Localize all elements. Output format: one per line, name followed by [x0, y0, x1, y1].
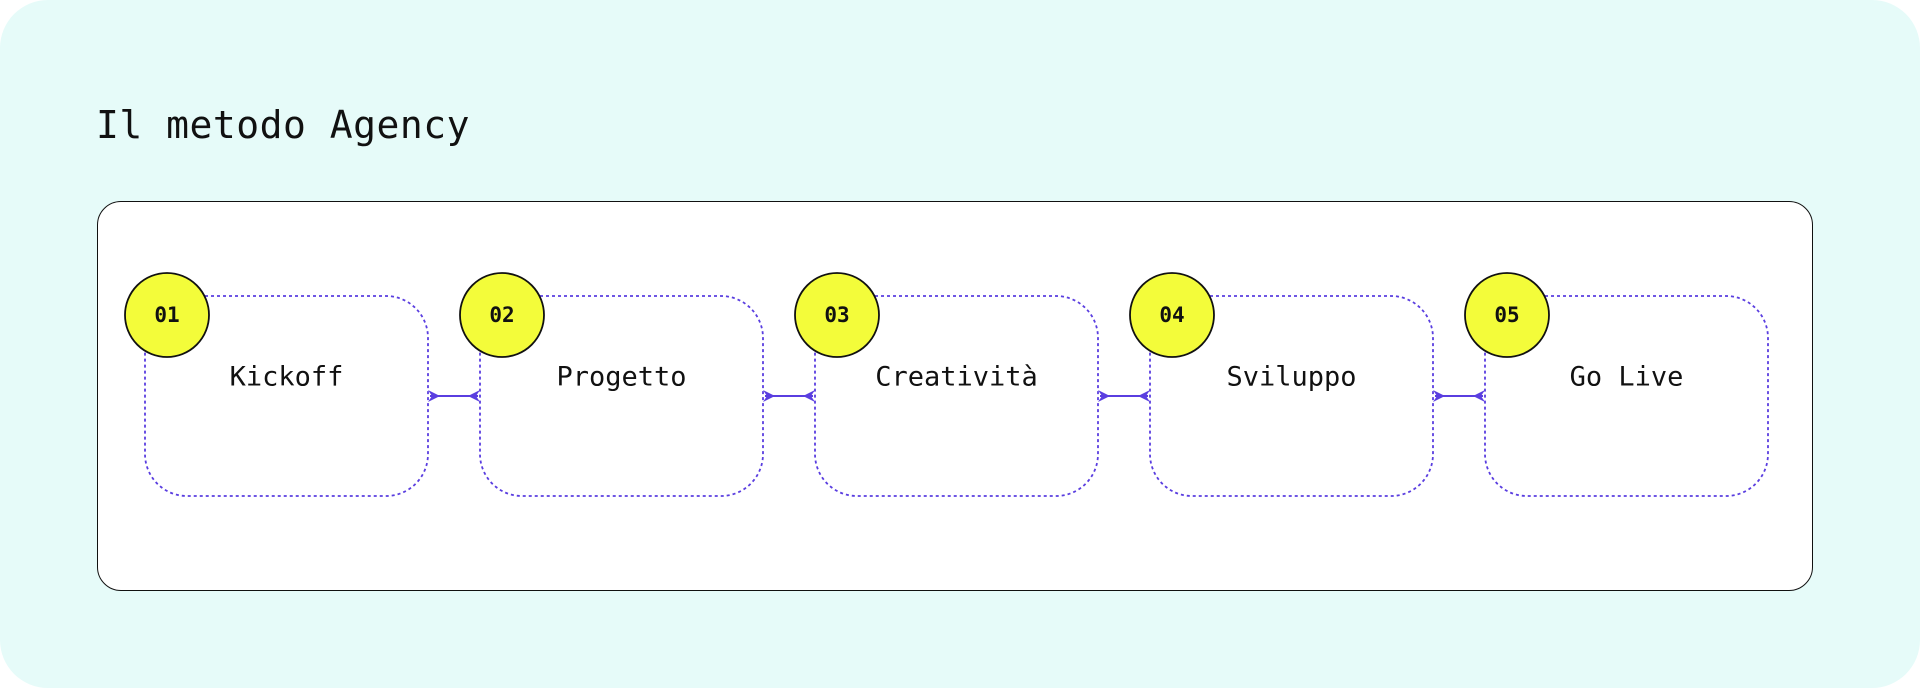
step-number: 01 — [154, 303, 179, 327]
process-step: Sviluppo 04 — [1129, 272, 1434, 497]
process-step: Kickoff 01 — [124, 272, 429, 497]
process-step: Go Live 05 — [1464, 272, 1769, 497]
connector — [763, 390, 815, 402]
connector-arrow-right — [763, 390, 775, 402]
step-box — [814, 295, 1099, 497]
step-label: Progetto — [556, 362, 686, 393]
step-label: Kickoff — [230, 362, 344, 393]
step-number: 04 — [1159, 303, 1184, 327]
connector-arrow-right — [1098, 390, 1110, 402]
step-number: 02 — [489, 303, 514, 327]
step-box — [1149, 295, 1434, 497]
step-box — [479, 295, 764, 497]
step-number-badge — [794, 272, 880, 358]
step-label: Creatività — [875, 362, 1038, 393]
connector-arrow-left — [803, 390, 815, 402]
connector-arrow-left — [468, 390, 480, 402]
step-number: 03 — [824, 303, 849, 327]
step-label: Go Live — [1570, 362, 1684, 393]
step-number-badge — [1464, 272, 1550, 358]
step-box — [144, 295, 429, 497]
page-title: Il metodo Agency — [96, 103, 471, 147]
step-box — [1484, 295, 1769, 497]
connector — [428, 390, 480, 402]
process-step: Creatività 03 — [794, 272, 1099, 497]
connector-arrow-left — [1473, 390, 1485, 402]
connector-arrow-left — [1138, 390, 1150, 402]
process-step: Progetto 02 — [459, 272, 764, 497]
process-panel — [97, 201, 1813, 591]
connector-arrow-right — [1433, 390, 1445, 402]
step-label: Sviluppo — [1226, 362, 1356, 393]
step-number: 05 — [1494, 303, 1519, 327]
step-number-badge — [459, 272, 545, 358]
connectors — [428, 390, 1485, 402]
connector — [1098, 390, 1150, 402]
step-number-badge — [124, 272, 210, 358]
step-number-badge — [1129, 272, 1215, 358]
connector-arrow-right — [428, 390, 440, 402]
connector — [1433, 390, 1485, 402]
